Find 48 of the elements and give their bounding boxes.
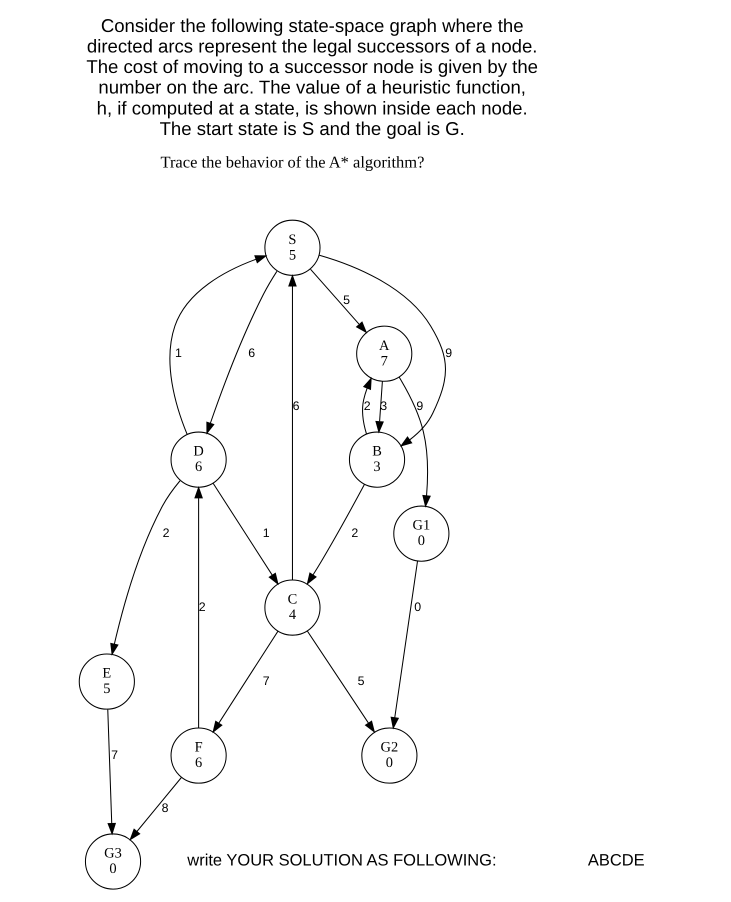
node-circle: D 6	[170, 432, 226, 488]
edge-label: 9	[444, 346, 452, 360]
label: write YOUR SOLUTION AS FOLLOWING:	[186, 851, 496, 870]
node-circle: F 6	[170, 727, 226, 784]
edge-label: 7	[110, 748, 118, 762]
node-circle: C 4	[264, 580, 320, 636]
edge-label: 0	[414, 600, 421, 614]
arrow	[212, 631, 278, 734]
arrow	[128, 777, 182, 841]
arrow	[306, 484, 364, 586]
edge-label: 3	[380, 398, 387, 413]
arrow	[288, 274, 296, 580]
edge-label: 2	[363, 398, 370, 413]
arrow	[390, 561, 418, 730]
arrow	[194, 486, 202, 728]
node-circle: G3 0	[84, 833, 141, 890]
edge-label: 6	[248, 346, 255, 360]
arrow	[374, 381, 384, 434]
diagram-title: Consider the following state-space graph where the directed arcs represent the legal successors of a node. The cost of moving to a successor node is given by the number on the arc. The value of a heuristic function, h, if computed at a state, is shown inside each node. The start state is S and the goal is G.	[86, 14, 538, 139]
edge-label: 2	[350, 526, 358, 540]
arrow	[168, 255, 267, 434]
arrow	[398, 377, 430, 508]
arrow	[306, 630, 375, 734]
edge-label: 5	[357, 674, 364, 688]
label: ABCDE	[587, 851, 644, 870]
node-circle: E 5	[78, 654, 134, 710]
label: Trace the behavior of the A* algorithm?	[160, 152, 424, 172]
arrow	[212, 483, 278, 586]
edge-label: 1	[262, 526, 270, 540]
arrow	[106, 710, 116, 836]
edge-label: 6	[292, 398, 300, 413]
node-circle: G2 0	[360, 727, 417, 784]
node-circle: S 5	[264, 220, 320, 276]
arrow	[110, 480, 180, 656]
arrow	[206, 271, 277, 435]
node-circle: A 7	[356, 326, 412, 382]
edge-label: 9	[416, 398, 423, 413]
edge-label: 2	[162, 526, 170, 540]
arrow	[318, 254, 446, 447]
edge-label: 7	[262, 674, 270, 688]
edge-label: 1	[174, 346, 182, 360]
edge-label: 2	[198, 600, 206, 614]
node-circle: B 3	[348, 432, 405, 488]
arrow	[362, 377, 372, 434]
edge-label: 8	[161, 800, 168, 815]
edge-label: 5	[342, 292, 350, 307]
node-circle: G1 0	[392, 506, 449, 562]
arrow	[310, 268, 367, 334]
